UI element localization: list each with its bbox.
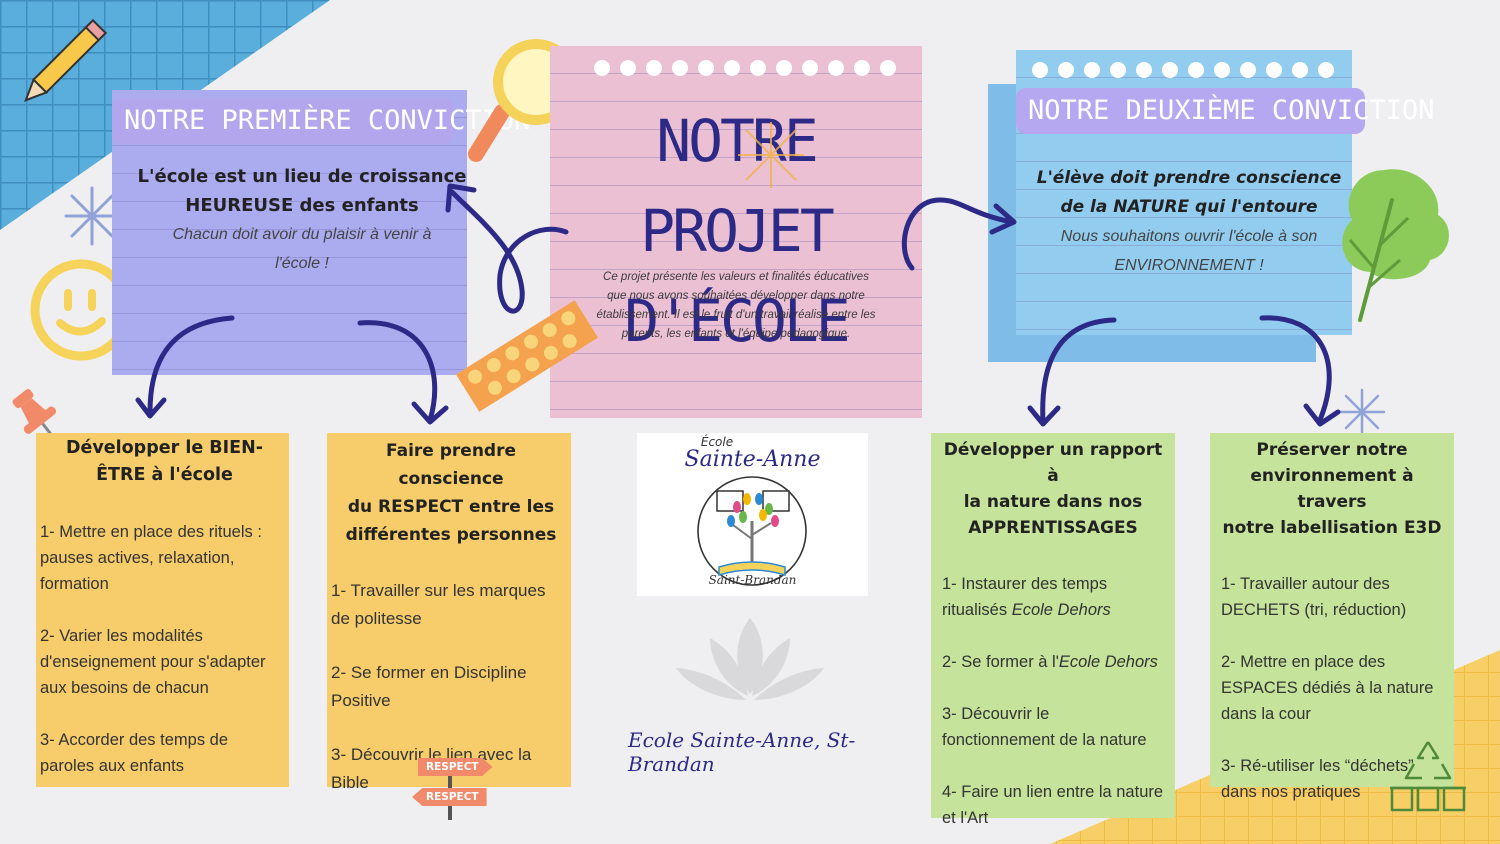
box-3-item-1b: ritualisés Ecole Dehors [942, 597, 1175, 623]
box-4-item-2a: 2- Mettre en place des [1221, 653, 1386, 671]
sparkle-icon [738, 122, 804, 188]
arrow-to-conviction-2 [902, 197, 1015, 271]
box-3-title-3: APPRENTISSAGES [968, 518, 1138, 538]
project-description-2: que nous avons souhaitées développer dan… [607, 290, 865, 302]
logo-bottom-text: Saint-Brandan [708, 573, 797, 587]
lotus-icon [676, 618, 824, 700]
project-description-4: parents, les enfants et l'équipe pédagog… [621, 328, 851, 340]
conviction-2-card: NOTRE DEUXIÈME CONVICTION L'élève doit p… [1016, 50, 1434, 335]
box-e3d: Préserver notre environnement à travers … [1210, 433, 1454, 801]
box-4-item-2c: dans la cour [1221, 705, 1311, 723]
box-respect: Faire prendre conscience du RESPECT entr… [327, 433, 571, 792]
project-title-line2: D'ÉCOLE [624, 287, 850, 355]
box-2-title-2: du RESPECT entre les [347, 497, 555, 517]
tree-icon [1342, 169, 1449, 322]
conviction-1-title: NOTRE PREMIÈRE CONVICTION [112, 98, 530, 144]
box-1-item-2a: 2- Varier les modalités [40, 627, 203, 645]
box-bien-etre: Développer le BIEN- ÊTRE à l'école 1- Me… [36, 433, 289, 787]
box-4-item-3a: 3- Ré-utiliser les “déchets” [1221, 757, 1414, 775]
pencil-icon [24, 18, 108, 102]
box-2-item-1b: de politesse [331, 609, 422, 628]
conviction-1-subtitle-2: l'école ! [275, 255, 329, 272]
box-2-item-3b: Bible [331, 773, 369, 792]
tape-icon [455, 300, 599, 412]
tree-book-logo-icon [697, 476, 807, 586]
box-4-item-1a: 1- Travailler autour des [1221, 575, 1390, 593]
project-description-3: établissement. Il est le fruit d'un trav… [596, 309, 876, 321]
respect-sign-1: RESPECT [418, 758, 493, 776]
box-3-item-2: 2- Se former à l'Ecole Dehors [942, 649, 1175, 675]
box-3-item-1b-text: ritualisés [942, 601, 1012, 619]
conviction-1-line1: L'école est un lieu de croissance [137, 166, 467, 187]
box-4-title-1: Préserver notre [1256, 440, 1408, 460]
pushpin-icon [12, 389, 59, 443]
box-4-item-2b: ESPACES dédiés à la nature [1221, 679, 1434, 697]
school-logo: École Sainte-Anne Saint-Brandan [637, 433, 868, 596]
box-apprentissages: Développer un rapport à la nature dans n… [931, 433, 1175, 827]
conviction-2-subtitle-1: Nous souhaitons ouvrir l'école à son [1060, 228, 1318, 245]
box-4-item-3b: dans nos pratiques [1221, 783, 1361, 801]
conviction-1-line2: HEUREUSE des enfants [112, 191, 492, 220]
box-3-item-3a: 3- Découvrir le [942, 705, 1050, 723]
logo-name: Sainte-Anne [684, 447, 821, 472]
arrow-to-conviction-1 [449, 189, 569, 314]
conviction-1-card: NOTRE PREMIÈRE CONVICTION L'école est un… [112, 90, 530, 375]
conviction-2-line1: L'élève doit prendre conscience [1036, 168, 1342, 188]
project-title-line1: NOTRE PROJET [640, 107, 835, 265]
box-4-item-1b: DECHETS (tri, réduction) [1221, 601, 1407, 619]
conviction-2-subtitle-2: ENVIRONNEMENT ! [1114, 257, 1264, 274]
respect-signpost: RESPECT RESPECT [410, 754, 493, 824]
box-3-title-1: Développer un rapport à [943, 440, 1163, 486]
project-description-1: Ce projet présente les valeurs et finali… [603, 271, 869, 283]
box-1-item-2c: aux besoins de chacun [40, 679, 209, 697]
box-1-item-1a: 1- Mettre en place des rituels : [40, 523, 262, 541]
box-2-item-1a: 1- Travailler sur les marques [331, 581, 546, 600]
box-2-title-1: Faire prendre conscience [385, 441, 516, 489]
box-4-title-3: notre labellisation E3D [1222, 518, 1442, 538]
box-2-title-3: différentes personnes [345, 525, 557, 545]
logo-ecole-label: École [700, 435, 734, 449]
box-3-item-2-text: 2- Se former à l' [942, 653, 1059, 671]
project-card: NOTRE PROJET D'ÉCOLE Ce projet présente … [550, 46, 922, 418]
conviction-1-heureuse: HEUREUSE [185, 195, 294, 216]
box-3-item-4b: et l'Art [942, 809, 989, 827]
arrow-to-box-3 [1040, 317, 1117, 425]
box-1-title-1: Développer le BIEN- [65, 438, 263, 458]
conviction-1-line2-rest: des enfants [293, 195, 419, 216]
conviction-1-subtitle-1: Chacun doit avoir du plaisir à venir à [172, 226, 432, 243]
sparkle-icon [1338, 388, 1386, 436]
box-3-item-1b-ital: Ecole Dehors [1011, 601, 1111, 619]
box-2-item-2b: Positive [331, 691, 391, 710]
box-3-title-2: la nature dans nos [963, 492, 1143, 512]
box-1-item-3a: 3- Accorder des temps de [40, 731, 229, 749]
box-4-title-2: environnement à travers [1250, 466, 1414, 512]
respect-sign-2: RESPECT [412, 788, 487, 806]
binder-holes [594, 60, 896, 76]
box-3-item-4a: 4- Faire un lien entre la nature [942, 783, 1164, 801]
box-1-item-1b: pauses actives, relaxation, [40, 549, 235, 567]
arrow-to-box-2 [357, 320, 438, 423]
box-1-title-2: ÊTRE à l'école [96, 465, 233, 485]
arrow-to-box-4 [1259, 315, 1332, 423]
box-3-item-1a: 1- Instaurer des temps [942, 575, 1108, 593]
sparkle-icon [64, 186, 120, 246]
box-1-item-1c: formation [40, 575, 109, 593]
school-signature: Ecole Sainte-Anne, St-Brandan [628, 728, 856, 776]
recycle-icon [1390, 741, 1466, 812]
box-1-item-3b: paroles aux enfants [40, 757, 185, 775]
binder-holes [1032, 62, 1334, 78]
conviction-2-title: NOTRE DEUXIÈME CONVICTION [1016, 88, 1434, 134]
conviction-2-line2: de la NATURE qui l'entoure [1060, 197, 1318, 217]
box-3-item-2-ital: Ecole Dehors [1058, 653, 1158, 671]
box-3-item-3b: fonctionnement de la nature [942, 731, 1147, 749]
box-1-item-2b: d'enseignement pour s'adapter [40, 653, 266, 671]
arrow-to-box-1 [147, 315, 235, 415]
box-2-item-2a: 2- Se former en Discipline [331, 663, 527, 682]
